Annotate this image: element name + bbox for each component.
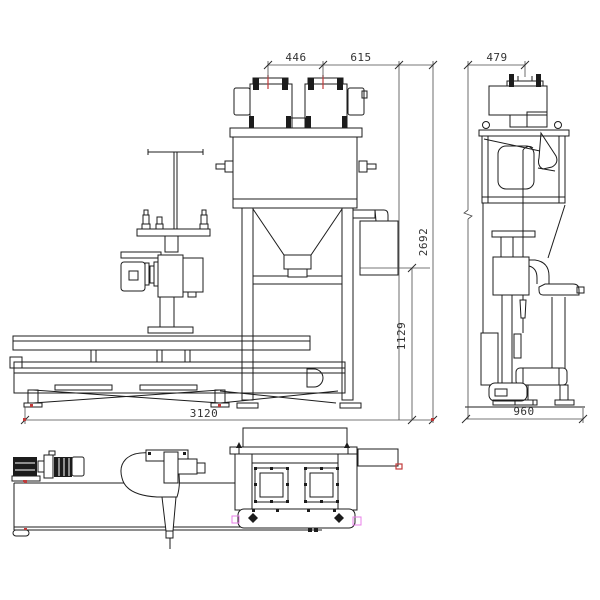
pedestal-column bbox=[159, 296, 175, 328]
plan-tank-top bbox=[242, 427, 348, 448]
control-box bbox=[352, 209, 399, 276]
dim-label-446: 446 bbox=[285, 51, 306, 64]
reference-mark bbox=[352, 516, 362, 526]
plan-drive-motor bbox=[11, 450, 85, 482]
thread-spool bbox=[155, 216, 164, 230]
center-spacer bbox=[288, 117, 307, 129]
corner-mark bbox=[395, 463, 403, 470]
eye-bolt bbox=[482, 121, 490, 129]
foot-mark bbox=[30, 404, 33, 407]
dimension-spout-spacing: 446 bbox=[263, 51, 433, 77]
thread-stand bbox=[136, 149, 211, 253]
pedestal-base bbox=[147, 326, 194, 334]
weigh-hopper-tank bbox=[215, 127, 377, 209]
plan-weigh-opening-left bbox=[254, 467, 289, 503]
bag-conveyor-beam bbox=[12, 335, 311, 363]
side-sewing-stand bbox=[480, 230, 585, 400]
side-upper-hopper bbox=[488, 85, 548, 128]
dimension-conveyor-height: 1129 bbox=[360, 263, 430, 425]
dim-label-3120: 3120 bbox=[190, 407, 219, 420]
front-view: 446 615 2692 1129 3120 bbox=[9, 51, 438, 425]
dimension-side-top-width: 479 bbox=[463, 51, 530, 419]
access-window bbox=[497, 145, 535, 190]
dim-label-960: 960 bbox=[513, 405, 534, 418]
suspension-rod bbox=[519, 145, 534, 333]
filling-head-right bbox=[304, 75, 368, 129]
sewing-arm-foot bbox=[538, 283, 580, 296]
sewing-motor bbox=[120, 261, 146, 292]
belt-pulley bbox=[306, 368, 324, 388]
dim-label-479: 479 bbox=[486, 51, 507, 64]
dimension-side-overall-depth: 960 bbox=[461, 405, 588, 424]
plan-view bbox=[11, 427, 403, 549]
dim-label-615: 615 bbox=[350, 51, 371, 64]
needle-housing bbox=[161, 496, 177, 532]
foot-diamond bbox=[248, 513, 258, 523]
belt-conveyor bbox=[9, 356, 346, 408]
side-conveyor-section bbox=[465, 367, 585, 408]
foot-mark bbox=[218, 404, 221, 407]
dim-label-1129: 1129 bbox=[395, 322, 408, 351]
discharge-cone bbox=[538, 131, 558, 170]
dimension-spout-to-edge: 615 bbox=[350, 51, 404, 420]
datum-mark bbox=[23, 480, 27, 482]
dim-label-2692: 2692 bbox=[417, 228, 430, 257]
dimension-overall-height: 2692 bbox=[417, 60, 438, 425]
discharge-funnel bbox=[252, 208, 343, 278]
plan-weigh-opening-right bbox=[304, 467, 339, 503]
thread-spool bbox=[141, 209, 151, 230]
datum-mark bbox=[24, 528, 27, 530]
foot-diamond bbox=[334, 513, 344, 523]
thread-spool bbox=[199, 209, 209, 230]
reference-mark bbox=[231, 515, 240, 524]
plan-control-box bbox=[357, 448, 399, 467]
side-view: 479 960 bbox=[461, 51, 588, 424]
filling-head-left bbox=[233, 75, 293, 129]
eye-bolt bbox=[554, 121, 562, 129]
sewing-machine bbox=[120, 251, 204, 334]
frame-legs bbox=[236, 207, 362, 409]
dimension-overall-length: 3120 bbox=[20, 407, 434, 425]
plan-base-plate bbox=[237, 508, 356, 529]
plan-sewing-head bbox=[120, 449, 206, 549]
side-main-body bbox=[478, 129, 570, 333]
plan-machine-frame bbox=[229, 427, 403, 529]
